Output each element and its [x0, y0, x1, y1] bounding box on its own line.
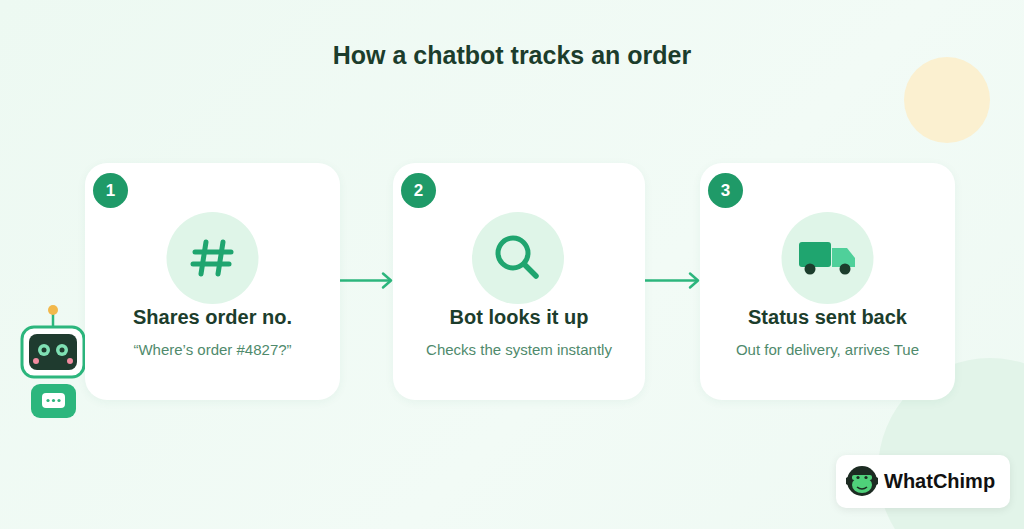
step-number: 1	[106, 181, 115, 201]
step-number-badge: 3	[708, 173, 743, 208]
step-description: “Where’s order #4827?”	[133, 341, 291, 358]
step-number-badge: 1	[93, 173, 128, 208]
step-description: Checks the system instantly	[426, 341, 612, 358]
brand-name: WhatChimp	[884, 470, 995, 493]
step-heading: Status sent back	[748, 306, 907, 329]
step-heading: Bot looks it up	[450, 306, 589, 329]
flow-arrow	[340, 274, 391, 288]
step-card: Bot looks it up Checks the system instant…	[393, 163, 645, 400]
chimp-logo-icon	[846, 464, 878, 498]
step-number: 2	[414, 181, 423, 201]
step-card: Status sent backOut for delivery, arrive…	[700, 163, 955, 400]
step-number-badge: 2	[401, 173, 436, 208]
step-heading: Shares order no.	[133, 306, 292, 329]
step-description: Out for delivery, arrives Tue	[736, 341, 919, 358]
decor-circle	[904, 57, 990, 143]
brand-logo-box: WhatChimp	[836, 455, 1010, 508]
step-number: 3	[721, 181, 730, 201]
diagram-title: How a chatbot tracks an order	[0, 41, 1024, 70]
step-card: Shares order no. “Where’s order #4827?” 1	[85, 163, 340, 400]
flow-arrow	[645, 274, 698, 288]
